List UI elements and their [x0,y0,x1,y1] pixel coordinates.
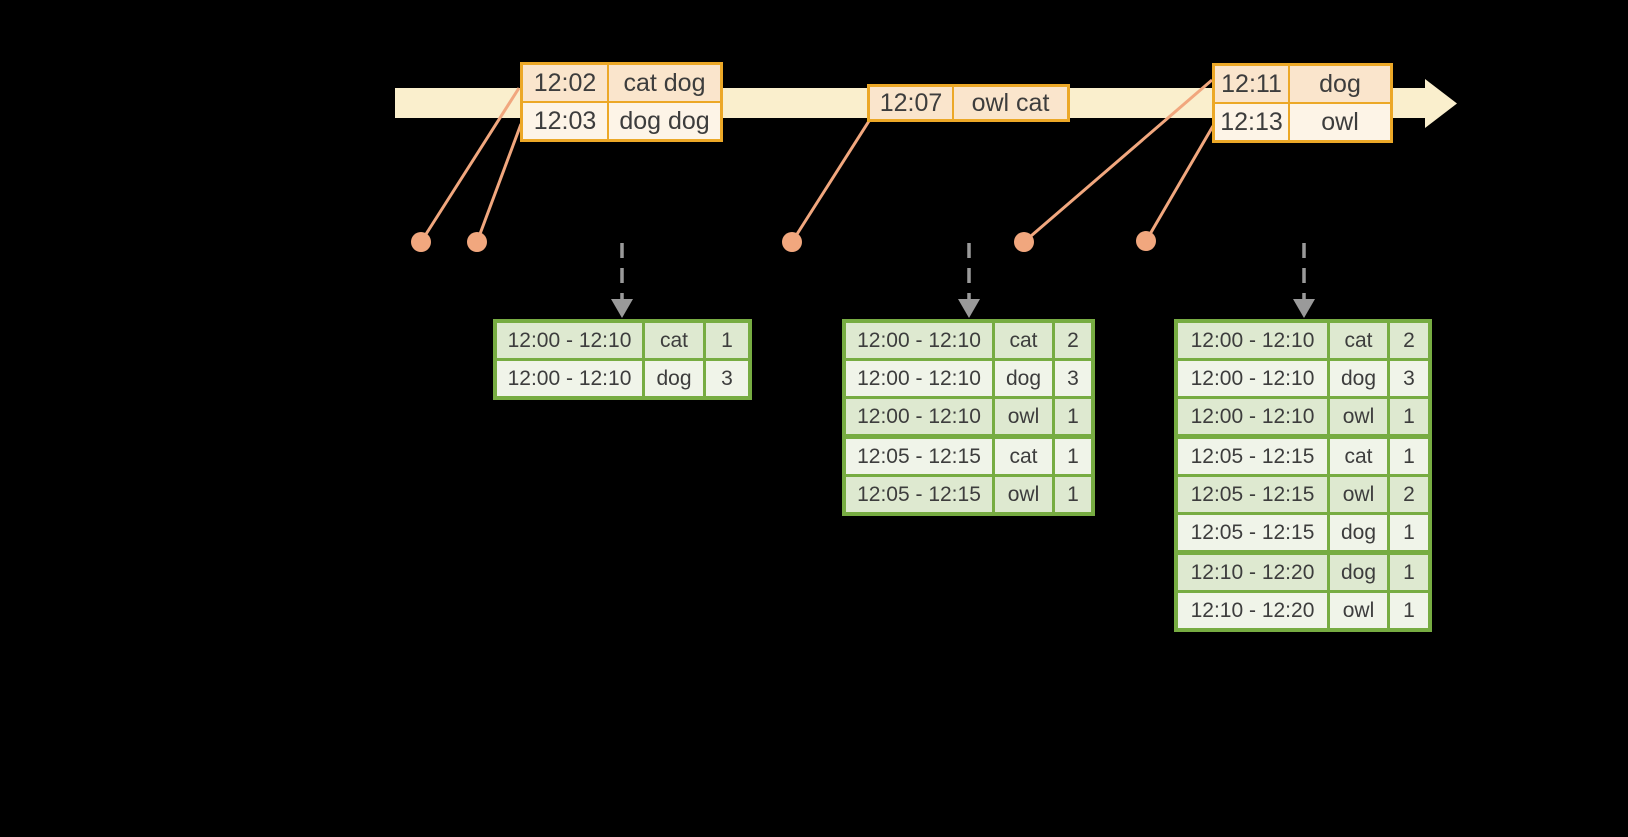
event-time: 12:11 [1215,66,1288,102]
result-row: 12:00 - 12:10 dog 3 [497,361,748,396]
result-row: 12:05 - 12:15 cat 1 [1178,439,1428,474]
event-time: 12:03 [523,103,607,139]
result-window: 12:00 - 12:10 [1178,399,1327,434]
result-count: 2 [1390,323,1428,358]
event-connector-line [790,120,871,243]
result-word: owl [1330,399,1387,434]
result-count: 2 [1390,477,1428,512]
event-table-3: 12:11 dog 12:13 owl [1212,63,1393,143]
result-window: 12:00 - 12:10 [1178,361,1327,396]
event-connector-line [1023,78,1213,244]
event-dot [1136,231,1156,251]
event-words: owl [1290,104,1390,140]
result-row: 12:00 - 12:10 dog 3 [846,361,1091,396]
result-window: 12:10 - 12:20 [1178,555,1327,590]
result-row: 12:00 - 12:10 owl 1 [1178,399,1428,434]
result-row: 12:05 - 12:15 owl 2 [1178,477,1428,512]
event-time: 12:07 [870,87,952,119]
result-window: 12:00 - 12:10 [497,361,642,396]
result-word: owl [1330,593,1387,628]
result-count: 1 [1055,439,1091,474]
event-row: 12:03 dog dog [523,103,720,139]
result-count: 3 [1055,361,1091,396]
result-count: 3 [1390,361,1428,396]
trigger-arrow-icon [958,243,980,318]
result-word: cat [1330,439,1387,474]
result-window: 12:00 - 12:10 [1178,323,1327,358]
result-window: 12:05 - 12:15 [846,477,992,512]
trigger-arrow-icon [611,243,633,318]
result-word: dog [1330,555,1387,590]
result-window: 12:05 - 12:15 [1178,439,1327,474]
result-table-1: 12:00 - 12:10 cat 1 12:00 - 12:10 dog 3 [493,319,752,400]
result-row: 12:10 - 12:20 dog 1 [1178,555,1428,590]
result-word: cat [995,439,1052,474]
result-word: cat [1330,323,1387,358]
result-count: 1 [1390,515,1428,550]
event-row: 12:11 dog [1215,66,1390,102]
result-row: 12:05 - 12:15 owl 1 [846,477,1091,512]
result-word: dog [645,361,703,396]
result-table-3: 12:00 - 12:10 cat 2 12:00 - 12:10 dog 3 … [1174,319,1432,632]
result-count: 3 [706,361,748,396]
result-word: dog [995,361,1052,396]
event-row: 12:02 cat dog [523,65,720,101]
event-connector-line [475,123,523,243]
event-words: owl cat [954,87,1067,119]
event-dot [782,232,802,252]
result-window: 12:05 - 12:15 [1178,515,1327,550]
event-row: 12:07 owl cat [870,87,1067,119]
result-row: 12:10 - 12:20 owl 1 [1178,593,1428,628]
result-row: 12:00 - 12:10 cat 2 [1178,323,1428,358]
result-word: owl [995,477,1052,512]
result-row: 12:00 - 12:10 cat 1 [497,323,748,358]
event-time: 12:02 [523,65,607,101]
event-connector-line [419,87,521,243]
result-row: 12:00 - 12:10 dog 3 [1178,361,1428,396]
result-window: 12:00 - 12:10 [846,323,992,358]
event-words: cat dog [609,65,720,101]
result-row: 12:05 - 12:15 cat 1 [846,439,1091,474]
event-row: 12:13 owl [1215,104,1390,140]
result-count: 2 [1055,323,1091,358]
event-table-2: 12:07 owl cat [867,84,1070,122]
event-dot [411,232,431,252]
event-time: 12:13 [1215,104,1288,140]
event-connector-line [1144,125,1215,242]
result-word: owl [995,399,1052,434]
result-word: dog [1330,515,1387,550]
result-window: 12:00 - 12:10 [497,323,642,358]
event-words: dog dog [609,103,720,139]
result-count: 1 [1390,399,1428,434]
event-table-1: 12:02 cat dog 12:03 dog dog [520,62,723,142]
event-words: dog [1290,66,1390,102]
result-word: cat [995,323,1052,358]
result-row: 12:00 - 12:10 owl 1 [846,399,1091,434]
result-table-2: 12:00 - 12:10 cat 2 12:00 - 12:10 dog 3 … [842,319,1095,516]
result-window: 12:05 - 12:15 [846,439,992,474]
result-count: 1 [1055,399,1091,434]
result-window: 12:00 - 12:10 [846,399,992,434]
result-count: 1 [1390,555,1428,590]
result-count: 1 [1055,477,1091,512]
result-count: 1 [706,323,748,358]
result-row: 12:05 - 12:15 dog 1 [1178,515,1428,550]
result-count: 1 [1390,593,1428,628]
result-count: 1 [1390,439,1428,474]
result-window: 12:05 - 12:15 [1178,477,1327,512]
result-word: cat [645,323,703,358]
trigger-arrow-icon [1293,243,1315,318]
result-row: 12:00 - 12:10 cat 2 [846,323,1091,358]
result-window: 12:00 - 12:10 [846,361,992,396]
result-window: 12:10 - 12:20 [1178,593,1327,628]
timeline-arrowhead-icon [1425,79,1457,128]
event-dot [467,232,487,252]
result-word: dog [1330,361,1387,396]
result-word: owl [1330,477,1387,512]
event-dot [1014,232,1034,252]
